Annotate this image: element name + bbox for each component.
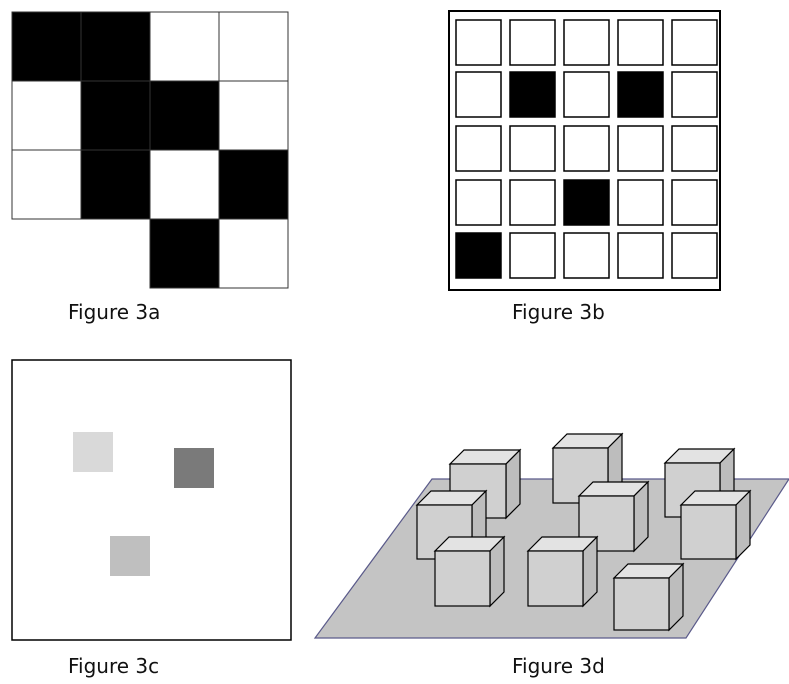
fig3a-cell-r0-c1 bbox=[81, 12, 150, 81]
fig3a-cell-r0-c2 bbox=[150, 12, 219, 81]
fig3b-cell-r3-c1 bbox=[510, 180, 555, 225]
figure-3a-caption: Figure 3a bbox=[68, 300, 160, 324]
fig3a-cell-r1-c0 bbox=[12, 81, 81, 150]
fig3a-cell-r3-c3 bbox=[219, 219, 288, 288]
fig3b-cell-r0-c0 bbox=[456, 20, 501, 65]
fig3a-cell-r0-c3 bbox=[219, 12, 288, 81]
fig3b-cell-r2-c4 bbox=[672, 126, 717, 171]
fig3b-cell-r2-c0 bbox=[456, 126, 501, 171]
fig3a-cell-r2-c0 bbox=[12, 150, 81, 219]
figure-3d-caption: Figure 3d bbox=[512, 654, 605, 678]
fig3b-cell-r4-c4 bbox=[672, 233, 717, 278]
fig3d-cube-8-front bbox=[528, 551, 583, 606]
fig3a-cell-r1-c2 bbox=[150, 81, 219, 150]
figure-3c-panel bbox=[12, 360, 291, 640]
fig3b-cell-r0-c1 bbox=[510, 20, 555, 65]
fig3b-cell-r1-c2 bbox=[564, 72, 609, 117]
fig3d-cube-7-front bbox=[435, 551, 490, 606]
fig3b-cell-r3-c0 bbox=[456, 180, 501, 225]
fig3b-cell-r1-c1 bbox=[510, 72, 555, 117]
fig3b-cell-r0-c3 bbox=[618, 20, 663, 65]
fig3b-cell-r4-c3 bbox=[618, 233, 663, 278]
fig3b-cell-r2-c2 bbox=[564, 126, 609, 171]
fig3b-cell-r3-c4 bbox=[672, 180, 717, 225]
fig3a-cell-r1-c3 bbox=[219, 81, 288, 150]
fig3b-cell-r1-c0 bbox=[456, 72, 501, 117]
figure-3c-caption: Figure 3c bbox=[68, 654, 159, 678]
fig3c-light-gray-square bbox=[73, 432, 113, 472]
fig3a-cell-r0-c0 bbox=[12, 12, 81, 81]
fig3a-cell-r2-c2 bbox=[150, 150, 219, 219]
figure-3b-caption: Figure 3b bbox=[512, 300, 605, 324]
figure-3d-scene bbox=[315, 434, 789, 638]
figure-3b-grid bbox=[449, 11, 720, 290]
fig3a-cell-r2-c3 bbox=[219, 150, 288, 219]
fig3b-cell-r0-c2 bbox=[564, 20, 609, 65]
fig3b-cell-r3-c2 bbox=[564, 180, 609, 225]
figure-3a-grid bbox=[12, 12, 288, 288]
fig3b-cell-r2-c1 bbox=[510, 126, 555, 171]
fig3b-cell-r4-c1 bbox=[510, 233, 555, 278]
fig3b-cell-r2-c3 bbox=[618, 126, 663, 171]
fig3c-dark-gray-square bbox=[174, 448, 214, 488]
fig3a-cell-r3-c2 bbox=[150, 219, 219, 288]
fig3a-cell-r2-c1 bbox=[81, 150, 150, 219]
fig3c-frame bbox=[12, 360, 291, 640]
fig3b-cell-r4-c0 bbox=[456, 233, 501, 278]
fig3c-medium-gray-square bbox=[110, 536, 150, 576]
fig3d-cube-9-front bbox=[614, 578, 669, 630]
fig3b-cell-r0-c4 bbox=[672, 20, 717, 65]
fig3b-cell-r4-c2 bbox=[564, 233, 609, 278]
fig3a-cell-r1-c1 bbox=[81, 81, 150, 150]
fig3b-cell-r1-c3 bbox=[618, 72, 663, 117]
fig3b-cell-r3-c3 bbox=[618, 180, 663, 225]
fig3d-cube-6-front bbox=[681, 505, 736, 559]
fig3b-cell-r1-c4 bbox=[672, 72, 717, 117]
